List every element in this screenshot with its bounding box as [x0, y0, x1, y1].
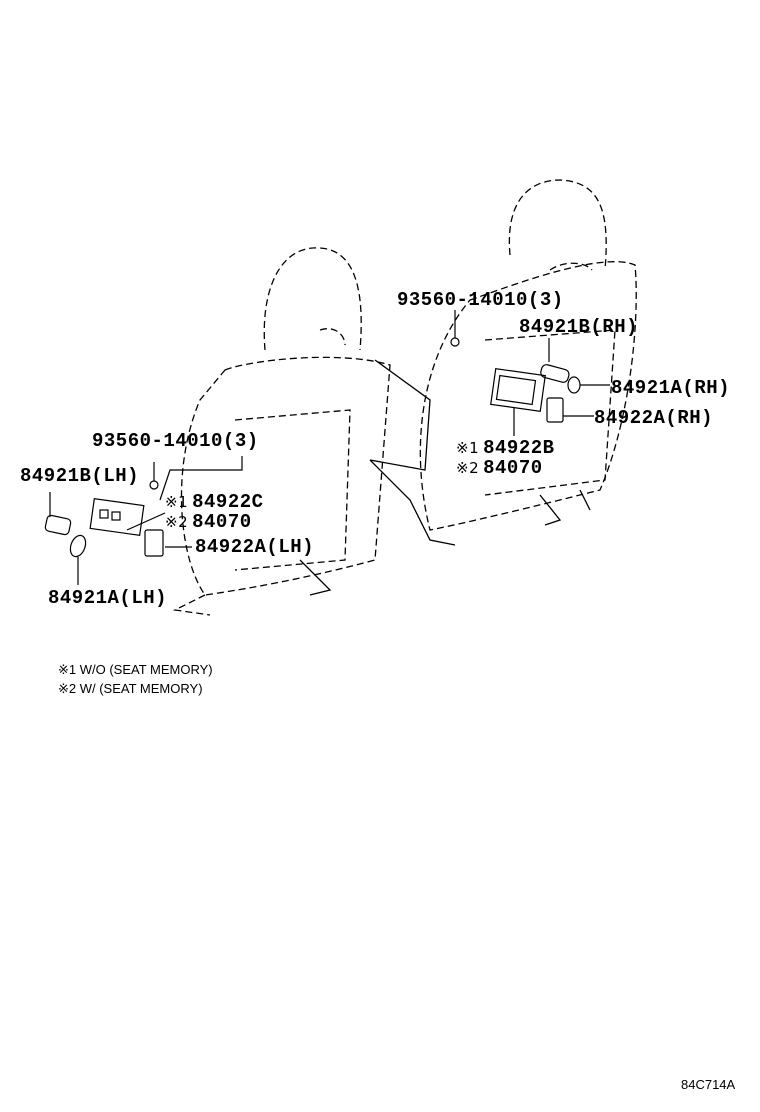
footnote-1: ※1 W/O (SEAT MEMORY) — [58, 662, 213, 677]
callout-bolt-lh[interactable]: 93560-14010(3) — [92, 430, 259, 452]
left-seat-drawing — [172, 247, 391, 616]
part-number: 84922C — [192, 491, 264, 513]
callout-cover-b-rh[interactable]: 84921B(RH) — [519, 316, 639, 338]
part-number: 84070 — [483, 457, 543, 479]
right-seat-drawing — [419, 179, 637, 531]
callout-cover-b-lh[interactable]: 84921B(LH) — [20, 465, 140, 487]
mark-1: ※1 — [456, 439, 480, 457]
right-parts — [450, 310, 610, 436]
left-parts — [44, 456, 243, 585]
callout-switch-a-lh[interactable]: 84922A(LH) — [195, 536, 315, 558]
mark-1: ※1 — [165, 493, 189, 511]
part-number: 84070 — [192, 511, 252, 533]
mark-2: ※2 — [456, 459, 480, 477]
callout-cover-a-lh[interactable]: 84921A(LH) — [48, 587, 168, 609]
callout-bolt-rh[interactable]: 93560-14010(3) — [397, 289, 564, 311]
diagram-code: 84C714A — [681, 1077, 736, 1092]
callout-cover-a-rh[interactable]: 84921A(RH) — [611, 377, 731, 399]
callout-switch-a-rh[interactable]: 84922A(RH) — [594, 407, 714, 429]
part-number: 84922B — [483, 437, 555, 459]
mark-2: ※2 — [165, 513, 189, 531]
footnote-2: ※2 W/ (SEAT MEMORY) — [58, 681, 203, 696]
